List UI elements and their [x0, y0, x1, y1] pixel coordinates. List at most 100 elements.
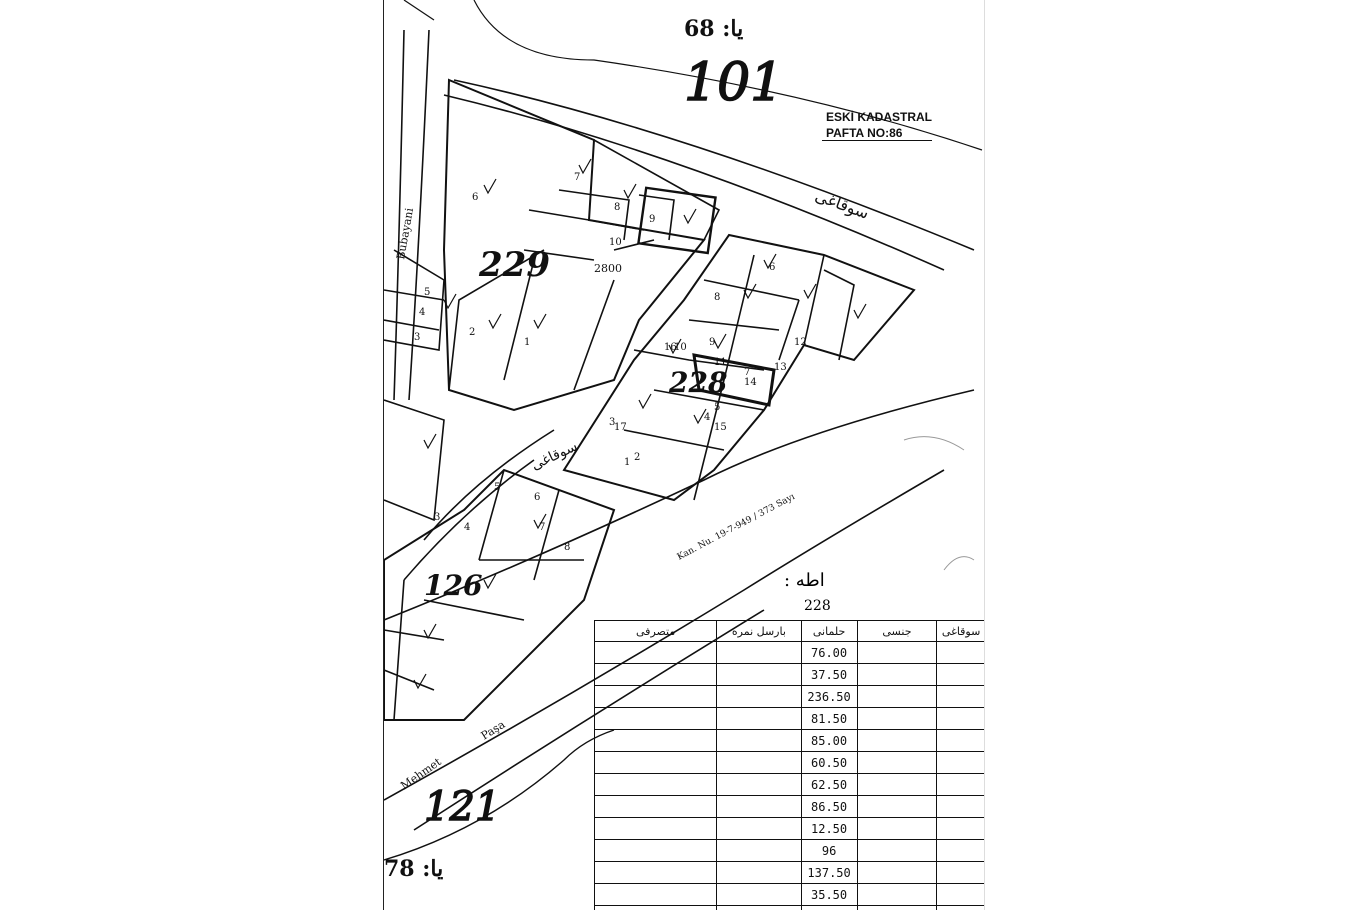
cell-type [856, 773, 938, 796]
block-228-outline [562, 233, 916, 502]
parcel-legend: متصرفی بارسل نمره حلمانی جنسی سوقاغی 76.… [593, 620, 984, 910]
parcel-number: 11 [714, 357, 727, 368]
cell-area: 76.00 [800, 641, 858, 664]
parcel-number: 8 [714, 292, 720, 303]
cell-type [856, 751, 938, 774]
table-row: 96 [593, 839, 984, 862]
table-row: 81.50 [593, 707, 984, 730]
cell-area: 60.50 [800, 751, 858, 774]
parcel-number: 6 [534, 492, 540, 503]
cell-owner [593, 773, 718, 796]
cell-area: 37.50 [800, 663, 858, 686]
cell-owner [593, 685, 718, 708]
parcel-number: 4 [464, 522, 470, 533]
table-row: 12.50 [593, 817, 984, 840]
table-row: 86.50 [593, 795, 984, 818]
cell-street [936, 707, 984, 730]
cell-street [936, 751, 984, 774]
table-row: 37.50 [593, 663, 984, 686]
parcel-number: 6 [472, 192, 478, 203]
cell-parcel [716, 817, 802, 840]
cell-type [856, 685, 938, 708]
top-sheet-label: یا: 68 [684, 16, 743, 42]
bottom-sheet-label: یا: 78 [384, 856, 443, 882]
cell-parcel [716, 773, 802, 796]
parcel-number: 16 [664, 342, 677, 353]
parcel-table: متصرفی بارسل نمره حلمانی جنسی سوقاغی 76.… [593, 620, 984, 910]
col-header-parcel: بارسل نمره [716, 620, 802, 642]
block-number-101: 101 [684, 53, 783, 113]
table-row: 76.00 [593, 641, 984, 664]
block-126-outline [384, 468, 616, 721]
cell-street [936, 729, 984, 752]
table-row: 35.50 [593, 883, 984, 906]
road-middle-edge [384, 389, 975, 621]
cell-parcel [716, 861, 802, 884]
parcel-number: 7 [539, 522, 545, 533]
table-row: 85.00 [593, 729, 984, 752]
cell-parcel [716, 663, 802, 686]
cell-type [856, 641, 938, 664]
street-label-left: سوقاغی [529, 438, 580, 473]
parcel-number: 12 [794, 337, 807, 348]
cell-type [856, 729, 938, 752]
parcel-number: 10 [609, 237, 622, 248]
parcel-number: 14 [744, 377, 757, 388]
road-upper-curve [473, 0, 983, 151]
parcel-number: 8 [614, 202, 620, 213]
cell-parcel [716, 641, 802, 664]
parcel-number: 6 [769, 262, 775, 273]
cell-street [936, 773, 984, 796]
cell-street [936, 905, 984, 910]
cell-parcel [716, 839, 802, 862]
cell-type [856, 883, 938, 906]
sheet-title-line1: ESKİ KADASTRAL [826, 110, 933, 124]
parcel-number: 13 [774, 362, 787, 373]
parcel-number: 5 [494, 482, 500, 493]
cell-owner [593, 751, 718, 774]
cell-owner [593, 883, 718, 906]
parcel-number: 4 [419, 307, 425, 318]
cell-area: 81.50 [800, 707, 858, 730]
cell-type [856, 839, 938, 862]
cell-owner [593, 839, 718, 862]
cell-area: 137.50 [800, 861, 858, 884]
parcel-number: 5 [424, 287, 430, 298]
table-header-row: متصرفی بارسل نمره حلمانی جنسی سوقاغی [593, 620, 984, 642]
road-top-edge-1 [453, 79, 975, 251]
col-header-street: سوقاغی [936, 620, 984, 642]
road-top-edge-2 [443, 94, 945, 271]
parcel-number: 3 [434, 512, 440, 523]
parcel-number: 2 [469, 327, 475, 338]
cell-street [936, 817, 984, 840]
title-underline [822, 140, 932, 141]
cadastral-map: یا: 68 101 229 228 126 121 یا: 78 سوقاغی… [384, 0, 983, 882]
cell-type [856, 817, 938, 840]
cell-type [856, 795, 938, 818]
cell-area: 96 [800, 839, 858, 862]
block-229-outline [442, 78, 706, 412]
parcel-number: 8 [564, 542, 570, 553]
cell-owner [593, 707, 718, 730]
parcel-9-highlight [637, 186, 717, 255]
col-header-type: جنسی [856, 620, 938, 642]
cell-parcel [716, 707, 802, 730]
cell-parcel [716, 905, 802, 910]
parcel-number: 7 [744, 367, 750, 378]
parcel-number: 3 [609, 417, 615, 428]
parcel-number: 9 [709, 337, 715, 348]
road-lower-edge-1 [384, 469, 945, 801]
cell-parcel [716, 795, 802, 818]
cell-parcel [716, 751, 802, 774]
cell-owner [593, 861, 718, 884]
block-number-229: 229 [478, 245, 550, 285]
cell-area: 85.00 [800, 729, 858, 752]
cell-parcel [716, 685, 802, 708]
parcel-number: 15 [714, 422, 727, 433]
cell-owner [593, 663, 718, 686]
street-left-edge-1 [393, 29, 405, 401]
cell-parcel [716, 883, 802, 906]
parcel-number: 10 [674, 342, 687, 353]
col-header-owner: متصرفی [593, 620, 718, 642]
cell-type [856, 707, 938, 730]
